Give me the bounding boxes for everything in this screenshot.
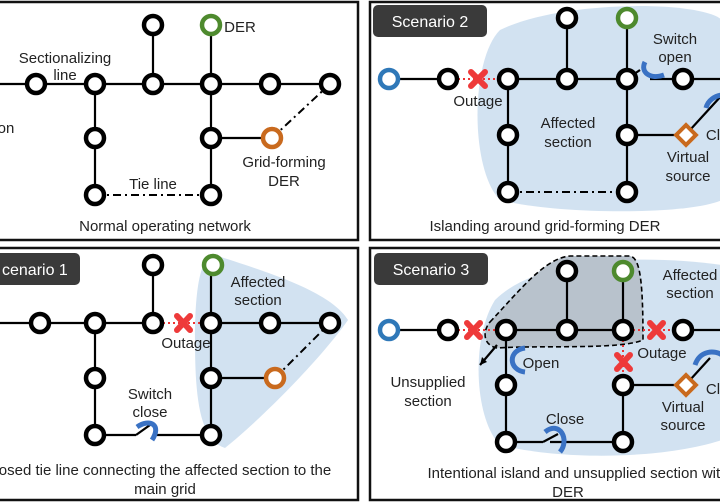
label: line <box>53 67 76 84</box>
panel-scenario-1: cenario 1 Affected section Outage Switch… <box>0 246 360 502</box>
label: Outage <box>453 93 502 110</box>
label: Outage <box>637 345 686 362</box>
label: Outage <box>161 335 210 352</box>
caption: osed tie line connecting the affected se… <box>0 462 331 479</box>
outage-x-icon <box>468 69 488 89</box>
caption: Normal operating network <box>79 218 251 235</box>
label: Grid-forming <box>242 154 325 171</box>
virtual-source-node <box>673 122 699 148</box>
panel-scenario-3: Scenario 3 Affected section Outage Open … <box>368 246 720 502</box>
switch-arrow-icon <box>135 420 159 442</box>
scenario-tag-label: Scenario 2 <box>392 14 469 31</box>
outage-x-icon <box>464 320 483 340</box>
label: Close <box>546 411 584 428</box>
panel-scenario-2: Scenario 2 Outage Affected section Switc… <box>368 0 720 242</box>
switch-arrow-icon <box>703 92 720 109</box>
bus-nodes <box>436 259 695 454</box>
substation-node <box>377 318 401 342</box>
der-node <box>615 6 639 30</box>
scenario-tag-label: cenario 1 <box>2 262 68 279</box>
label: section <box>666 285 714 302</box>
virtual-source-node <box>673 372 699 398</box>
label: Open <box>523 355 560 372</box>
label: Sectionalizing <box>19 50 112 67</box>
label: DER <box>268 173 300 190</box>
caption: DER <box>552 484 584 501</box>
label: open <box>658 49 691 66</box>
substation-node <box>377 67 401 91</box>
der-node <box>201 253 225 277</box>
label: source <box>665 168 710 185</box>
der-node <box>199 13 223 37</box>
panel-frame <box>0 0 360 242</box>
label: Cl <box>706 127 720 144</box>
grid-forming-der-node <box>260 126 284 150</box>
label: DER <box>224 19 256 36</box>
panel-normal-network: Sectionalizing line on DER Grid-forming … <box>0 0 360 242</box>
panel-frame <box>368 0 720 242</box>
scenario-tag <box>374 253 488 285</box>
label: Affected <box>231 274 286 291</box>
scenario-tag <box>0 253 80 285</box>
label: close <box>132 404 167 421</box>
der-node <box>611 259 635 283</box>
outage-x-icon <box>647 320 666 340</box>
label: on <box>0 120 14 137</box>
label: Cl <box>706 381 720 398</box>
affected-area <box>477 6 720 212</box>
outage-x-icon <box>614 352 633 372</box>
label: source <box>660 417 705 434</box>
bus-nodes <box>436 6 695 204</box>
label: Switch <box>653 31 697 48</box>
switch-arrow-icon <box>641 60 665 79</box>
scenario-tag <box>373 5 487 37</box>
label: Unsupplied <box>390 374 465 391</box>
caption: main grid <box>134 481 196 498</box>
panel-frame <box>368 246 720 502</box>
bus-nodes <box>24 13 342 207</box>
bus-nodes <box>28 253 342 447</box>
label: Virtual <box>667 149 709 166</box>
caption: Islanding around grid-forming DER <box>430 218 661 235</box>
scenario-tag-label: Scenario 3 <box>393 262 470 279</box>
caption: Intentional island and unsupplied sectio… <box>427 465 720 482</box>
grid-forming-der-node <box>263 366 287 390</box>
label: section <box>404 393 452 410</box>
affected-area <box>195 255 348 448</box>
label: Switch <box>128 386 172 403</box>
label: Affected <box>663 267 718 284</box>
outage-x-icon <box>174 313 193 333</box>
switch-arrow-icon <box>509 345 526 375</box>
label: Tie line <box>129 176 177 193</box>
label: Affected <box>541 115 596 132</box>
label: section <box>234 292 282 309</box>
tie-line <box>271 83 331 139</box>
label: Virtual <box>662 399 704 416</box>
switch-arrow-icon <box>543 425 567 454</box>
label: section <box>544 134 592 151</box>
switch-arrow-icon <box>692 349 720 367</box>
panel-frame <box>0 246 360 502</box>
